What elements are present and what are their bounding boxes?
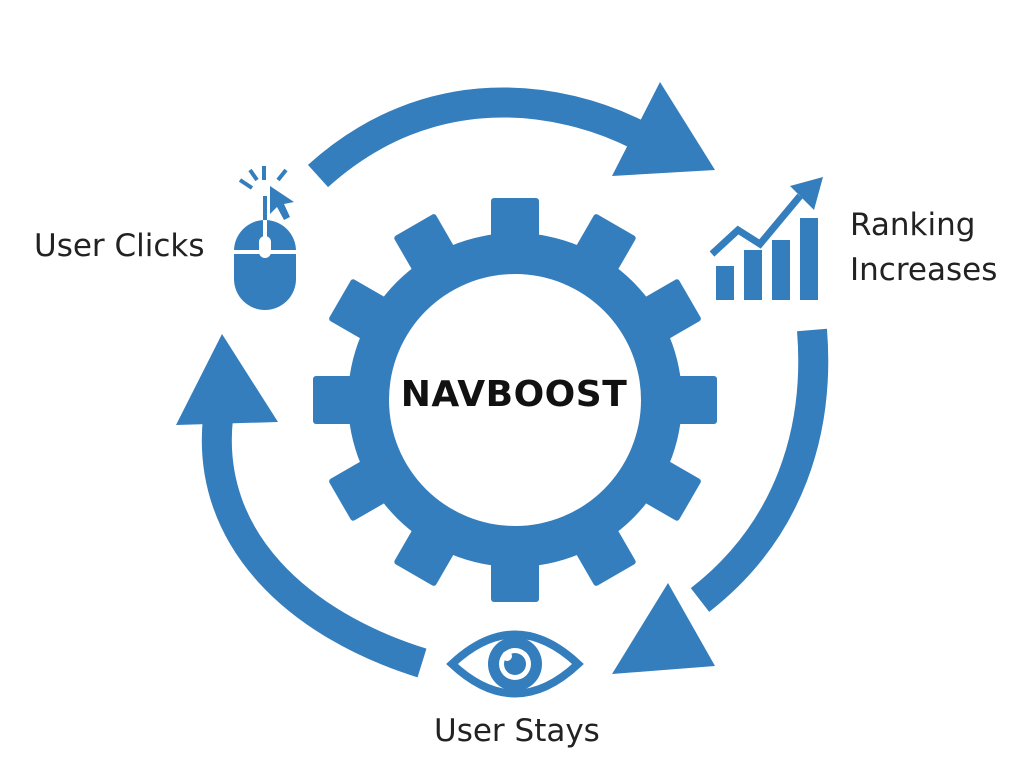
click-spark: [276, 168, 288, 182]
arrowhead-top: [612, 82, 715, 176]
cycle-arrows: [176, 82, 829, 678]
chart-bar: [800, 218, 818, 300]
chart-bar: [744, 250, 762, 300]
eye-icon: [446, 630, 584, 698]
bar-chart-up-icon: [709, 177, 823, 300]
mouse-body: [234, 220, 296, 310]
eye-highlight: [502, 651, 512, 661]
step-label-line: Ranking: [850, 207, 976, 243]
mouse-click-icon: [234, 166, 296, 310]
chart-bar: [716, 266, 734, 300]
mouse-wheel: [259, 236, 271, 258]
gear-center: [389, 274, 641, 526]
click-spark: [248, 168, 259, 182]
arrowhead-right: [612, 583, 715, 674]
step-label-ranking-increases: Ranking Increases: [850, 203, 997, 293]
arrow-clicks-to-ranking: [307, 87, 647, 188]
step-label-line: Increases: [850, 251, 998, 288]
trend-line: [709, 193, 803, 257]
center-title: NAVBOOST: [400, 374, 628, 415]
arrowhead-left: [176, 334, 278, 425]
arrow-ranking-to-stays: [690, 328, 829, 612]
trend-arrowhead: [790, 177, 823, 210]
step-label-user-clicks: User Clicks: [34, 228, 205, 264]
click-spark: [238, 178, 254, 190]
gear-icon: [313, 198, 717, 602]
chart-bar: [772, 240, 790, 300]
arrow-stays-to-clicks: [201, 416, 427, 678]
cursor-arrow-icon: [270, 186, 294, 220]
step-label-user-stays: User Stays: [434, 713, 600, 749]
